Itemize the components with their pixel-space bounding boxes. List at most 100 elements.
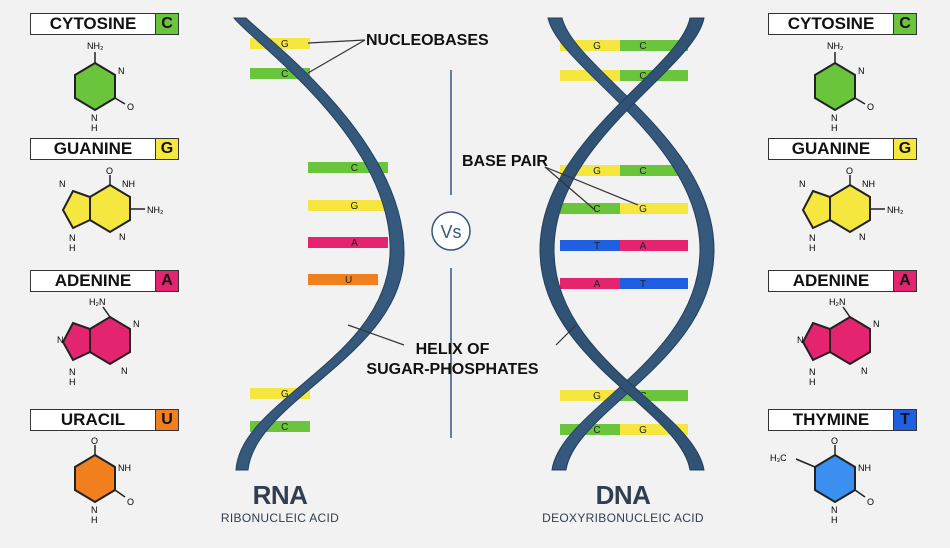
label-name: THYMINE	[792, 410, 870, 429]
helix-callout-line2: SUGAR-PHOSPHATES	[366, 361, 539, 378]
cytosine-molecule-right: NH₂ N O N H	[814, 41, 874, 133]
rna-base-rung	[250, 421, 310, 432]
rna-base-rung	[250, 68, 310, 79]
dna-left-base-letter: T	[594, 241, 600, 252]
label-guanine-right: GUANINE G	[768, 138, 917, 160]
nucleobases-callout: NUCLEOBASES	[366, 32, 489, 49]
atom-nh: NH	[862, 179, 875, 189]
dna-right-base-letter: C	[639, 71, 646, 82]
dna-title-block: DNA DEOXYRIBONUCLEIC ACID	[528, 480, 718, 525]
vs-circle	[431, 211, 471, 251]
dna-right-base-rung	[620, 40, 688, 51]
rna-base-letter: C	[351, 163, 358, 174]
label-letter: G	[893, 139, 916, 159]
atom-n: N	[797, 335, 804, 345]
rna-subtitle: RIBONUCLEIC ACID	[220, 511, 340, 525]
rna-base-rung	[308, 200, 388, 211]
dna-left-base-letter: G	[593, 391, 601, 402]
base-pair-callout: BASE PAIR	[462, 153, 548, 170]
atom-nh: NH	[858, 463, 871, 473]
label-letter: T	[893, 410, 916, 430]
dna-right-base-rung	[620, 424, 688, 435]
atom-n: N	[133, 319, 140, 329]
dna-right-base-letter: G	[639, 425, 647, 436]
dna-subtitle: DEOXYRIBONUCLEIC ACID	[542, 511, 704, 525]
atom-h: H	[91, 515, 98, 525]
dna-right-base-letter: C	[639, 41, 646, 52]
dna-left-base-rung	[560, 70, 620, 81]
atom-nh2: NH₂	[827, 41, 844, 51]
label-letter: A	[893, 271, 916, 291]
dna-left-base-rung	[560, 203, 620, 214]
atom-n: N	[831, 505, 838, 515]
rna-base-rung	[308, 237, 388, 248]
atom-n: N	[799, 179, 806, 189]
dna-left-base-rung	[560, 278, 620, 289]
label-cytosine-right: CYTOSINE C	[768, 13, 917, 35]
label-guanine-left: GUANINE G	[30, 138, 179, 160]
atom-h: H	[69, 377, 76, 387]
dna-left-base-letter: G	[593, 41, 601, 52]
dna-left-base-rung	[560, 40, 620, 51]
dna-left-base-rung	[560, 390, 620, 401]
atom-n: N	[861, 366, 868, 376]
label-thymine-right: THYMINE T	[768, 409, 917, 431]
atom-h: H	[809, 377, 816, 387]
atom-h: H	[809, 243, 816, 253]
dna-left-base-letter: C	[593, 425, 600, 436]
dna-backbone-strand-2	[539, 17, 705, 471]
dna-right-base-letter: C	[639, 166, 646, 177]
atom-n: N	[809, 367, 816, 377]
label-letter: G	[155, 139, 178, 159]
rna-title-block: RNA RIBONUCLEIC ACID	[195, 480, 365, 525]
atom-n: N	[119, 232, 126, 242]
dna-right-base-rung	[620, 165, 688, 176]
label-name: CYTOSINE	[787, 14, 875, 33]
atom-n: N	[873, 319, 880, 329]
atom-n: N	[858, 66, 865, 76]
rna-base-letter: G	[281, 389, 289, 400]
label-cytosine-left: CYTOSINE C	[30, 13, 179, 35]
label-letter: C	[893, 14, 916, 34]
atom-h: H	[831, 515, 838, 525]
rna-base-letter: C	[281, 422, 288, 433]
dna-right-base-letter: T	[640, 279, 646, 290]
atom-n: N	[859, 232, 866, 242]
dna-right-base-rung	[620, 278, 688, 289]
atom-n: N	[121, 366, 128, 376]
atom-o: O	[867, 497, 874, 507]
rna-base-letter: C	[281, 69, 288, 80]
atom-o: O	[127, 102, 134, 112]
rna-base-letter: A	[351, 238, 358, 249]
dna-right-base-rung	[620, 390, 688, 401]
dna-title: DNA	[595, 480, 651, 510]
callout-lines	[307, 39, 639, 346]
rna-title: RNA	[252, 480, 308, 510]
atom-o: O	[127, 497, 134, 507]
dna-right-base-letter: G	[639, 204, 647, 215]
rna-base-rung	[308, 162, 388, 173]
rna-base-rung	[250, 38, 310, 49]
helix-callout-line1: HELIX OF	[415, 341, 490, 358]
atom-h: H	[69, 243, 76, 253]
label-letter: U	[155, 410, 178, 430]
guanine-molecule-right: O NH NH₂ N N N H	[799, 166, 904, 253]
dna-right-base-letter: A	[640, 241, 647, 252]
label-name: GUANINE	[53, 139, 133, 158]
dna-right-base-rung	[620, 240, 688, 251]
uracil-molecule-left: O NH O N H	[74, 436, 134, 525]
rna-base-rung	[308, 274, 378, 285]
label-name: CYTOSINE	[49, 14, 137, 33]
dna-left-base-letter: G	[593, 166, 601, 177]
dna-backbone-strand-1	[547, 17, 715, 471]
atom-o: O	[106, 166, 113, 176]
label-letter: C	[155, 14, 178, 34]
atom-o: O	[846, 166, 853, 176]
atom-o: O	[867, 102, 874, 112]
label-adenine-left: ADENINE A	[30, 270, 179, 292]
atom-h: H	[831, 123, 838, 133]
atom-h: H	[91, 123, 98, 133]
adenine-molecule-left: H₂N N N N N H	[57, 297, 140, 387]
atom-n: N	[59, 179, 66, 189]
